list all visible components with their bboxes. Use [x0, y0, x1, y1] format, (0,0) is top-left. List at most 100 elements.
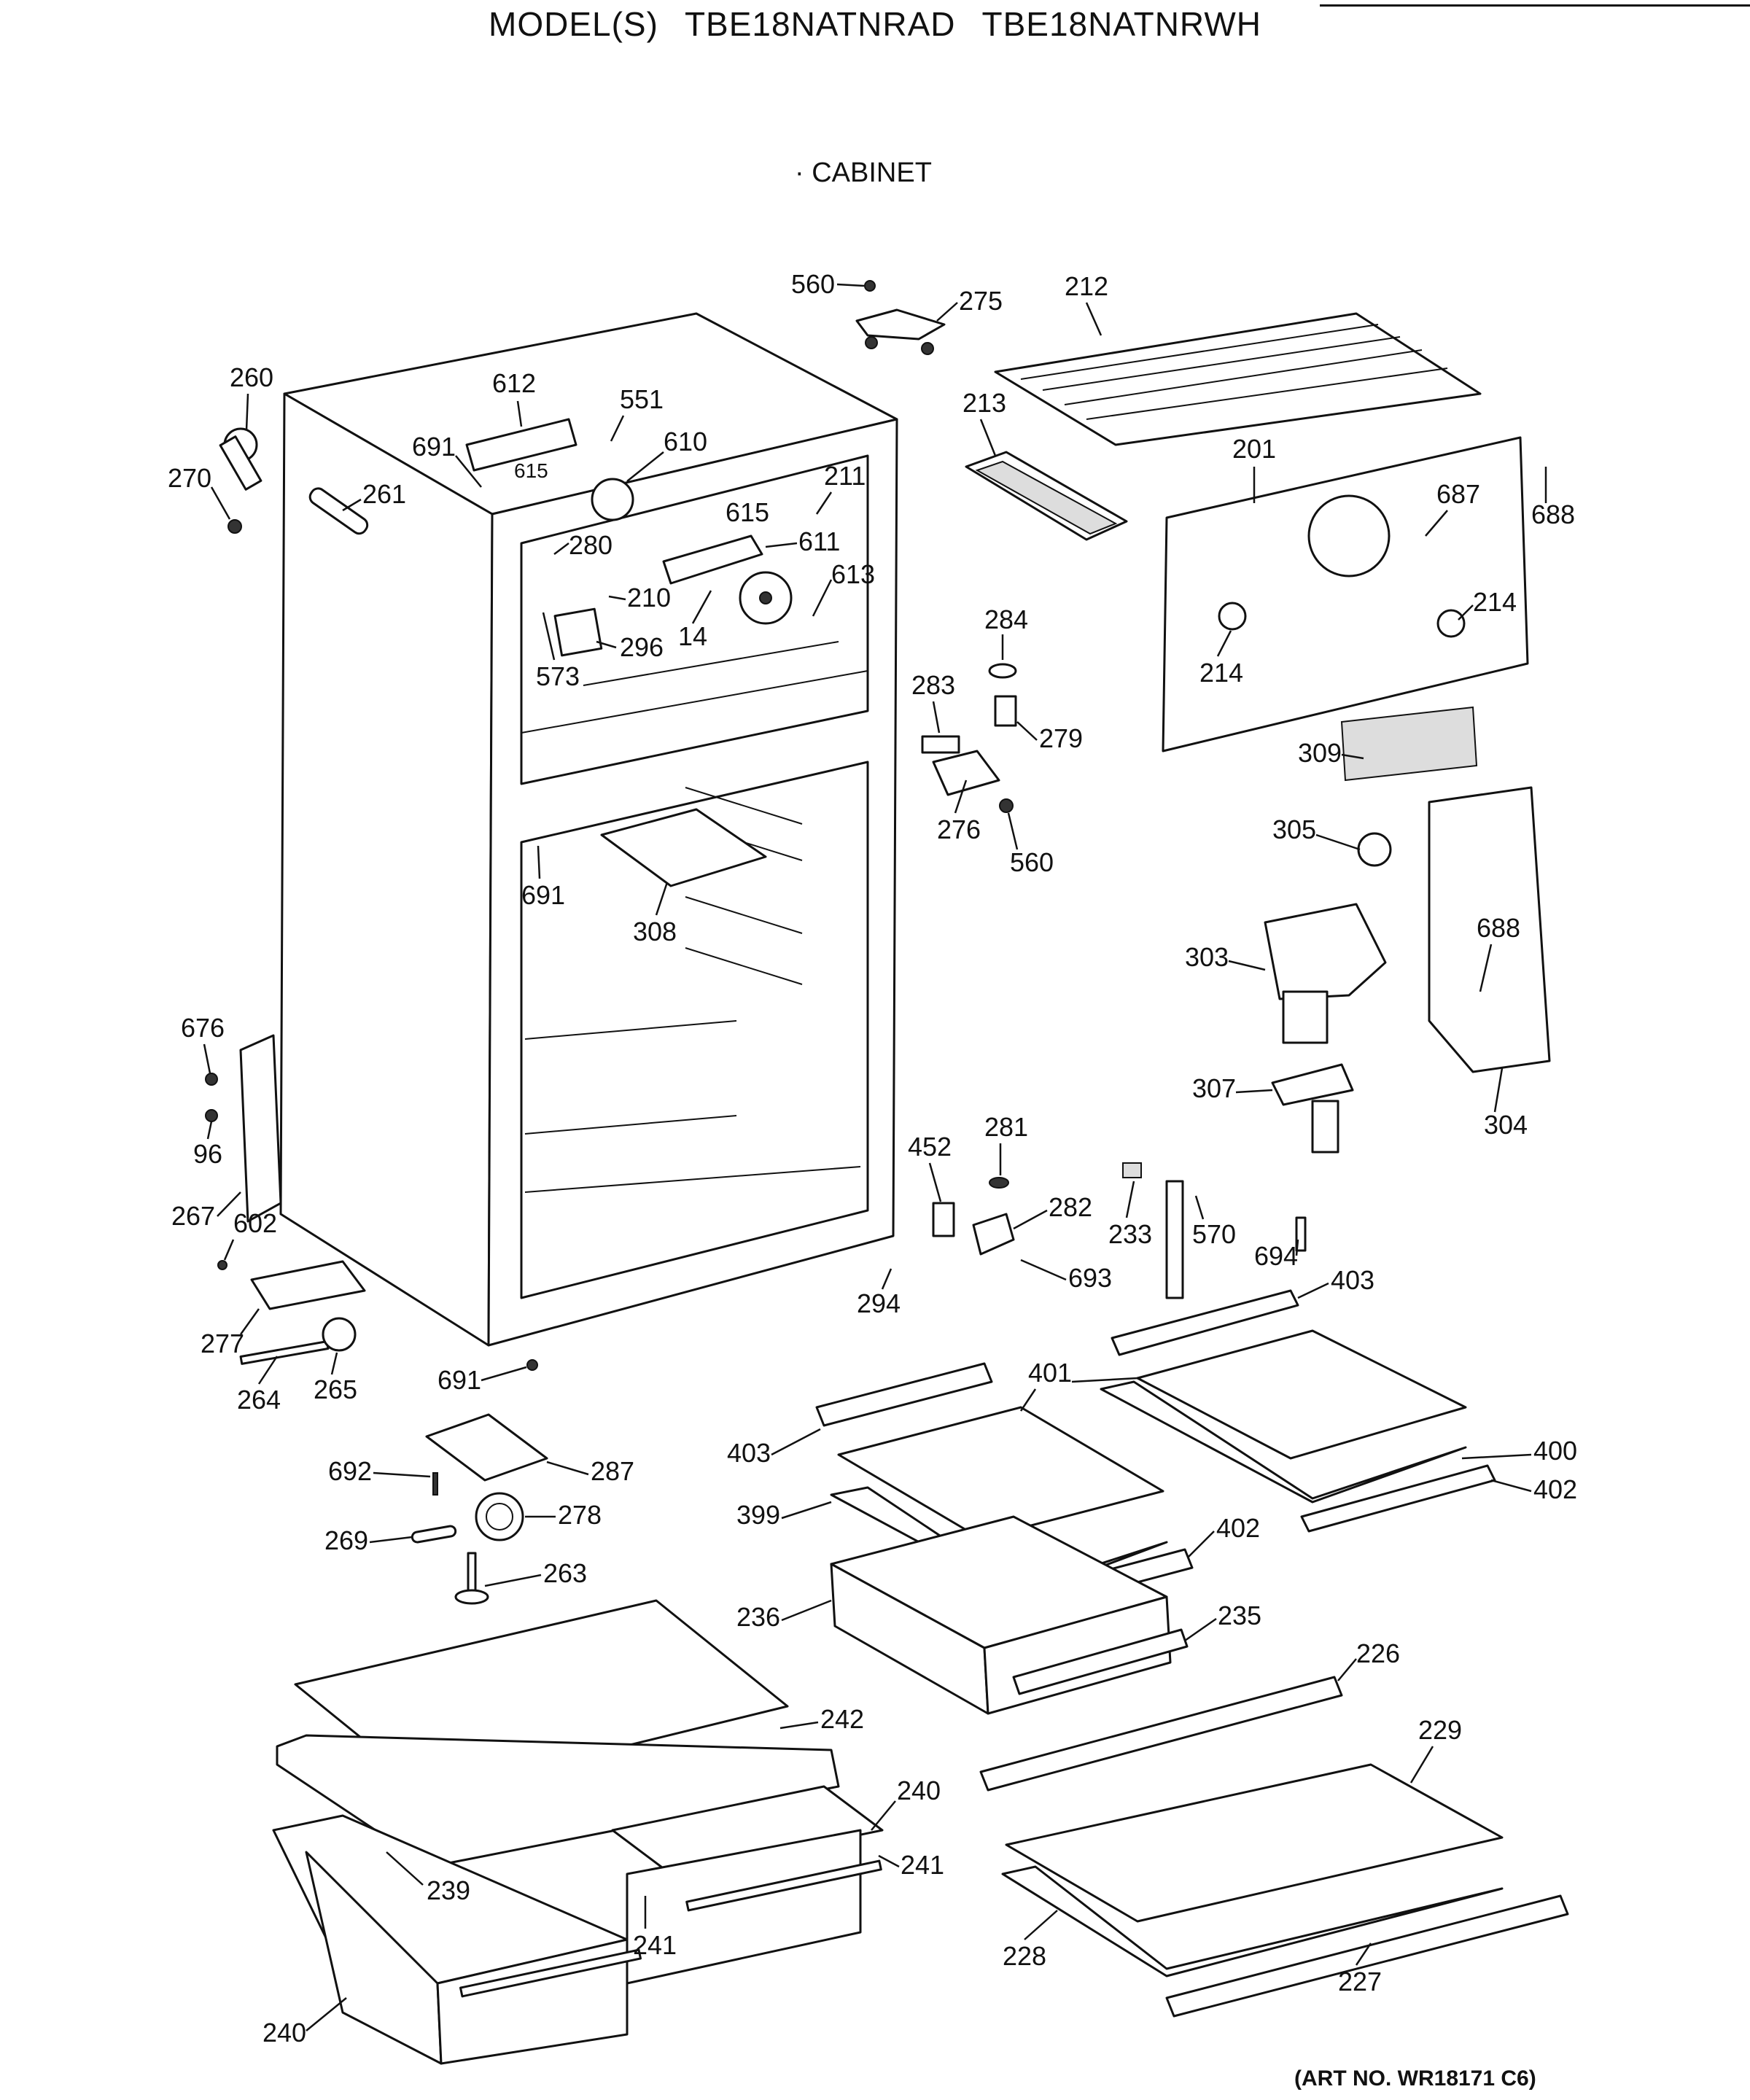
duct-cover-304 [1428, 786, 1551, 1073]
callout-305: 305 [1272, 814, 1316, 844]
model-number-2: TBE18NATNRWH [981, 5, 1261, 43]
hinge-block-452 [932, 1202, 955, 1237]
callout-400: 400 [1533, 1436, 1577, 1466]
handle-241-left [459, 1948, 642, 1998]
ice-tray [965, 451, 1128, 541]
callout-287: 287 [591, 1456, 634, 1486]
callout-96: 96 [193, 1139, 222, 1169]
rail-233 [1122, 1162, 1184, 1299]
page-title: MODEL(S) TBE18NATNRAD TBE18NATNRWH [0, 4, 1750, 44]
glass-shelf-229 [1005, 1763, 1504, 1923]
callout-280: 280 [569, 530, 612, 560]
crisper-drawer-240-right [611, 1785, 884, 1985]
callout-277: 277 [201, 1329, 244, 1358]
callout-233: 233 [1108, 1219, 1152, 1249]
callout-278: 278 [558, 1500, 602, 1530]
callout-687: 687 [1436, 479, 1480, 509]
screw-560-top [864, 280, 876, 292]
callout-226: 226 [1356, 1638, 1400, 1668]
callout-242: 242 [820, 1704, 864, 1734]
crisper-pan-236 [830, 1515, 1172, 1715]
leveling-front-277 [217, 1260, 366, 1310]
callout-691-bottom: 691 [438, 1365, 481, 1395]
callout-296: 296 [620, 632, 664, 662]
callout-688-top: 688 [1531, 499, 1575, 529]
callout-281: 281 [984, 1112, 1028, 1142]
callout-560-mid: 560 [1010, 847, 1054, 877]
callout-260: 260 [230, 362, 273, 392]
callout-240-right: 240 [897, 1776, 941, 1805]
callout-304: 304 [1484, 1110, 1528, 1140]
top-hinge [855, 308, 946, 355]
shelf-trim-403-right [1111, 1289, 1299, 1356]
callout-261: 261 [362, 479, 406, 509]
callout-694: 694 [1254, 1241, 1298, 1271]
callout-402-right: 402 [1533, 1474, 1577, 1504]
bracket-287 [425, 1413, 548, 1482]
callout-570: 570 [1192, 1219, 1236, 1249]
drain-fitting-260 [219, 427, 262, 491]
diffuser-307 [1271, 1063, 1354, 1154]
callout-611: 611 [798, 526, 840, 556]
callout-692: 692 [328, 1456, 372, 1486]
glass-shelf-400 [1100, 1329, 1467, 1504]
callout-613: 613 [831, 559, 875, 589]
roller-278 [475, 1492, 524, 1541]
callout-263: 263 [543, 1558, 587, 1588]
bracket-611 [662, 534, 763, 585]
callout-240-left: 240 [262, 2018, 306, 2048]
callout-401: 401 [1028, 1358, 1072, 1388]
fan-motor-610 [591, 478, 634, 521]
callout-309: 309 [1298, 738, 1342, 768]
callout-283: 283 [911, 670, 955, 700]
callout-688-mid: 688 [1477, 913, 1520, 943]
callout-235: 235 [1218, 1601, 1261, 1630]
callout-213: 213 [962, 388, 1006, 418]
side-bracket-267 [205, 1034, 282, 1223]
callout-214-right: 214 [1473, 587, 1517, 617]
model-number-1: TBE18NATNRAD [684, 5, 956, 43]
art-number: (ART NO. WR18171 C6) [1294, 2066, 1536, 2091]
thermostat-bracket-612 [465, 418, 578, 472]
callouts: 560 275 212 260 612 551 691 610 615 270 … [168, 269, 1577, 2048]
cabinet-body [279, 312, 898, 1347]
callout-282: 282 [1049, 1192, 1092, 1222]
control-knob-305 [1357, 832, 1392, 867]
callout-691-top: 691 [412, 432, 456, 462]
callout-573: 573 [536, 661, 580, 691]
air-damper-housing-303 [1264, 903, 1387, 1044]
callout-241-right: 241 [901, 1850, 944, 1880]
callout-264: 264 [237, 1385, 281, 1415]
callout-275: 275 [959, 286, 1003, 316]
callout-269: 269 [324, 1525, 368, 1555]
pin-269 [411, 1525, 457, 1544]
hinge-parts-center [921, 663, 1017, 813]
callout-228: 228 [1003, 1941, 1046, 1971]
callout-214-left: 214 [1199, 658, 1243, 688]
callout-229: 229 [1418, 1715, 1462, 1745]
callout-294: 294 [857, 1288, 901, 1318]
callout-279: 279 [1039, 723, 1083, 753]
callout-303: 303 [1185, 942, 1229, 972]
callout-276: 276 [937, 814, 981, 844]
callout-403-left: 403 [727, 1438, 771, 1468]
callout-241-left: 241 [633, 1930, 677, 1960]
callout-14: 14 [678, 621, 707, 651]
roller-265 [239, 1317, 357, 1365]
model-prefix: MODEL(S) [489, 5, 658, 43]
callout-399: 399 [736, 1500, 780, 1530]
shelf-trim-403-left [815, 1362, 993, 1427]
tube-261 [308, 487, 369, 535]
callout-615-top: 615 [514, 459, 548, 482]
hinge-282 [972, 1177, 1015, 1256]
shelf-trim-226 [979, 1676, 1343, 1792]
callout-560-top: 560 [791, 269, 835, 299]
shelf-support-308 [600, 808, 767, 887]
pin-694 [1295, 1216, 1307, 1252]
callout-676: 676 [181, 1013, 225, 1043]
freezer-rear-panel [1162, 436, 1529, 782]
callout-227: 227 [1338, 1967, 1382, 1996]
callout-239: 239 [427, 1875, 470, 1905]
callout-551: 551 [620, 384, 664, 414]
duct-296 [553, 607, 603, 657]
